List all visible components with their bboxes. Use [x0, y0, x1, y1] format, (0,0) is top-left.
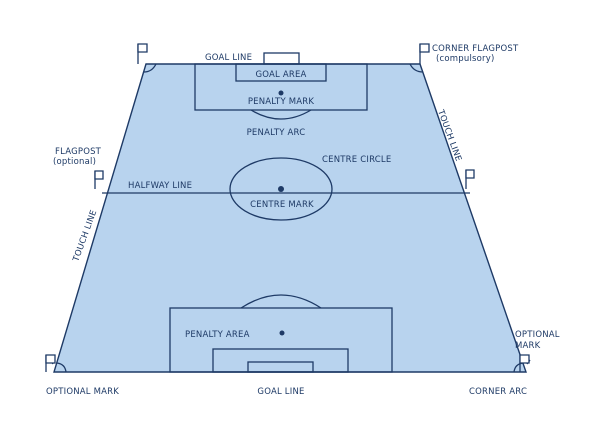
label-penalty-area: PENALTY AREA — [185, 330, 250, 340]
flag-halfway-right-icon — [465, 169, 475, 189]
label-optional: (optional) — [53, 157, 96, 167]
label-optional-mark-right-1: OPTIONAL — [515, 330, 560, 340]
label-flagpost: FLAGPOST — [55, 147, 102, 157]
label-goal-line-bottom: GOAL LINE — [257, 387, 304, 397]
corner-arc-bottom-left — [56, 362, 67, 373]
flag-bottom-right-icon — [519, 354, 530, 372]
label-goal-area: GOAL AREA — [255, 70, 306, 80]
corner-arc-top-right — [409, 63, 424, 73]
centre-circle — [229, 157, 333, 221]
centre-mark-dot — [278, 186, 284, 192]
flag-top-left-icon — [137, 43, 148, 64]
top-penalty-arc — [250, 109, 312, 120]
top-penalty-mark-dot — [278, 90, 284, 96]
label-corner-flagpost: CORNER FLAGPOST — [432, 44, 519, 54]
flag-top-right-icon — [419, 43, 430, 64]
corner-arc-top-left — [143, 63, 157, 73]
label-goal-line-top: GOAL LINE — [205, 53, 252, 63]
flag-bottom-left-icon — [45, 354, 56, 372]
label-centre-mark: CENTRE MARK — [250, 200, 314, 210]
bottom-penalty-arc — [240, 294, 322, 309]
bottom-penalty-mark-dot — [279, 330, 285, 336]
bottom-goal — [247, 361, 314, 373]
label-penalty-mark: PENALTY MARK — [248, 97, 315, 107]
label-centre-circle: CENTRE CIRCLE — [322, 155, 391, 165]
label-penalty-arc: PENALTY ARC — [247, 128, 306, 138]
label-optional-mark-left: OPTIONAL MARK — [46, 387, 119, 397]
label-compulsory: (compulsory) — [436, 54, 494, 64]
flag-halfway-left-icon — [94, 170, 104, 189]
label-halfway-line: HALFWAY LINE — [128, 181, 192, 191]
label-corner-arc: CORNER ARC — [469, 387, 527, 397]
label-optional-mark-right-2: MARK — [515, 341, 541, 351]
top-goal — [263, 52, 300, 65]
